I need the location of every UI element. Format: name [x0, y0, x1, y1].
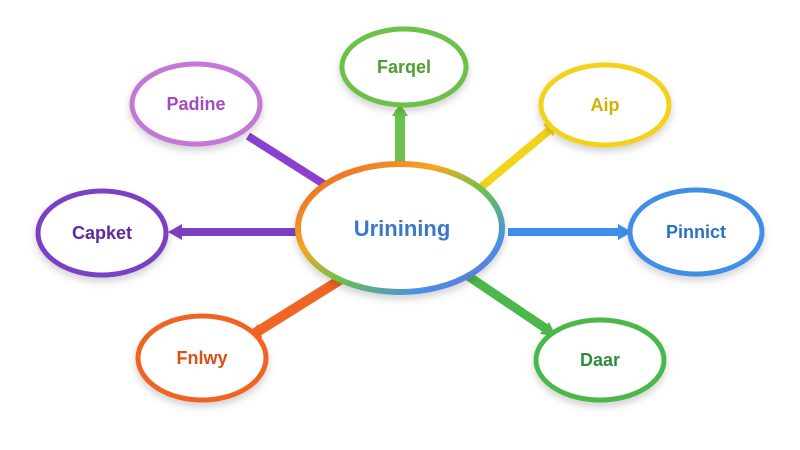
node-aip[interactable]: Aip: [538, 62, 672, 148]
node-daar[interactable]: Daar: [533, 317, 667, 403]
center-node-label: Urinining: [354, 216, 451, 241]
node-padine-label: Padine: [166, 94, 225, 114]
node-pinnict-label: Pinnict: [666, 222, 726, 242]
node-capket[interactable]: Capket: [35, 188, 169, 278]
node-capket-label: Capket: [72, 223, 132, 243]
node-fnlwy-label: Fnlwy: [176, 348, 227, 368]
node-fargqe[interactable]: Farqel: [339, 26, 469, 108]
connectors: [168, 104, 632, 340]
node-fnlwy[interactable]: Fnlwy: [135, 313, 269, 403]
connector-padine: [245, 132, 333, 192]
node-daar-label: Daar: [580, 350, 620, 370]
center-node[interactable]: Urinining: [295, 161, 505, 295]
connector-pinnict-arrow: [618, 224, 632, 240]
connector-capket-arrow: [168, 224, 182, 240]
node-pinnict[interactable]: Pinnict: [627, 187, 765, 277]
connector-aip: [477, 124, 555, 192]
connector-daar: [465, 272, 551, 334]
connector-fnlwy: [249, 275, 343, 340]
node-fargqe-label: Farqel: [377, 57, 431, 77]
node-aip-label: Aip: [591, 95, 620, 115]
node-padine[interactable]: Padine: [129, 61, 263, 147]
connector-fargqe-arrow: [392, 104, 408, 116]
